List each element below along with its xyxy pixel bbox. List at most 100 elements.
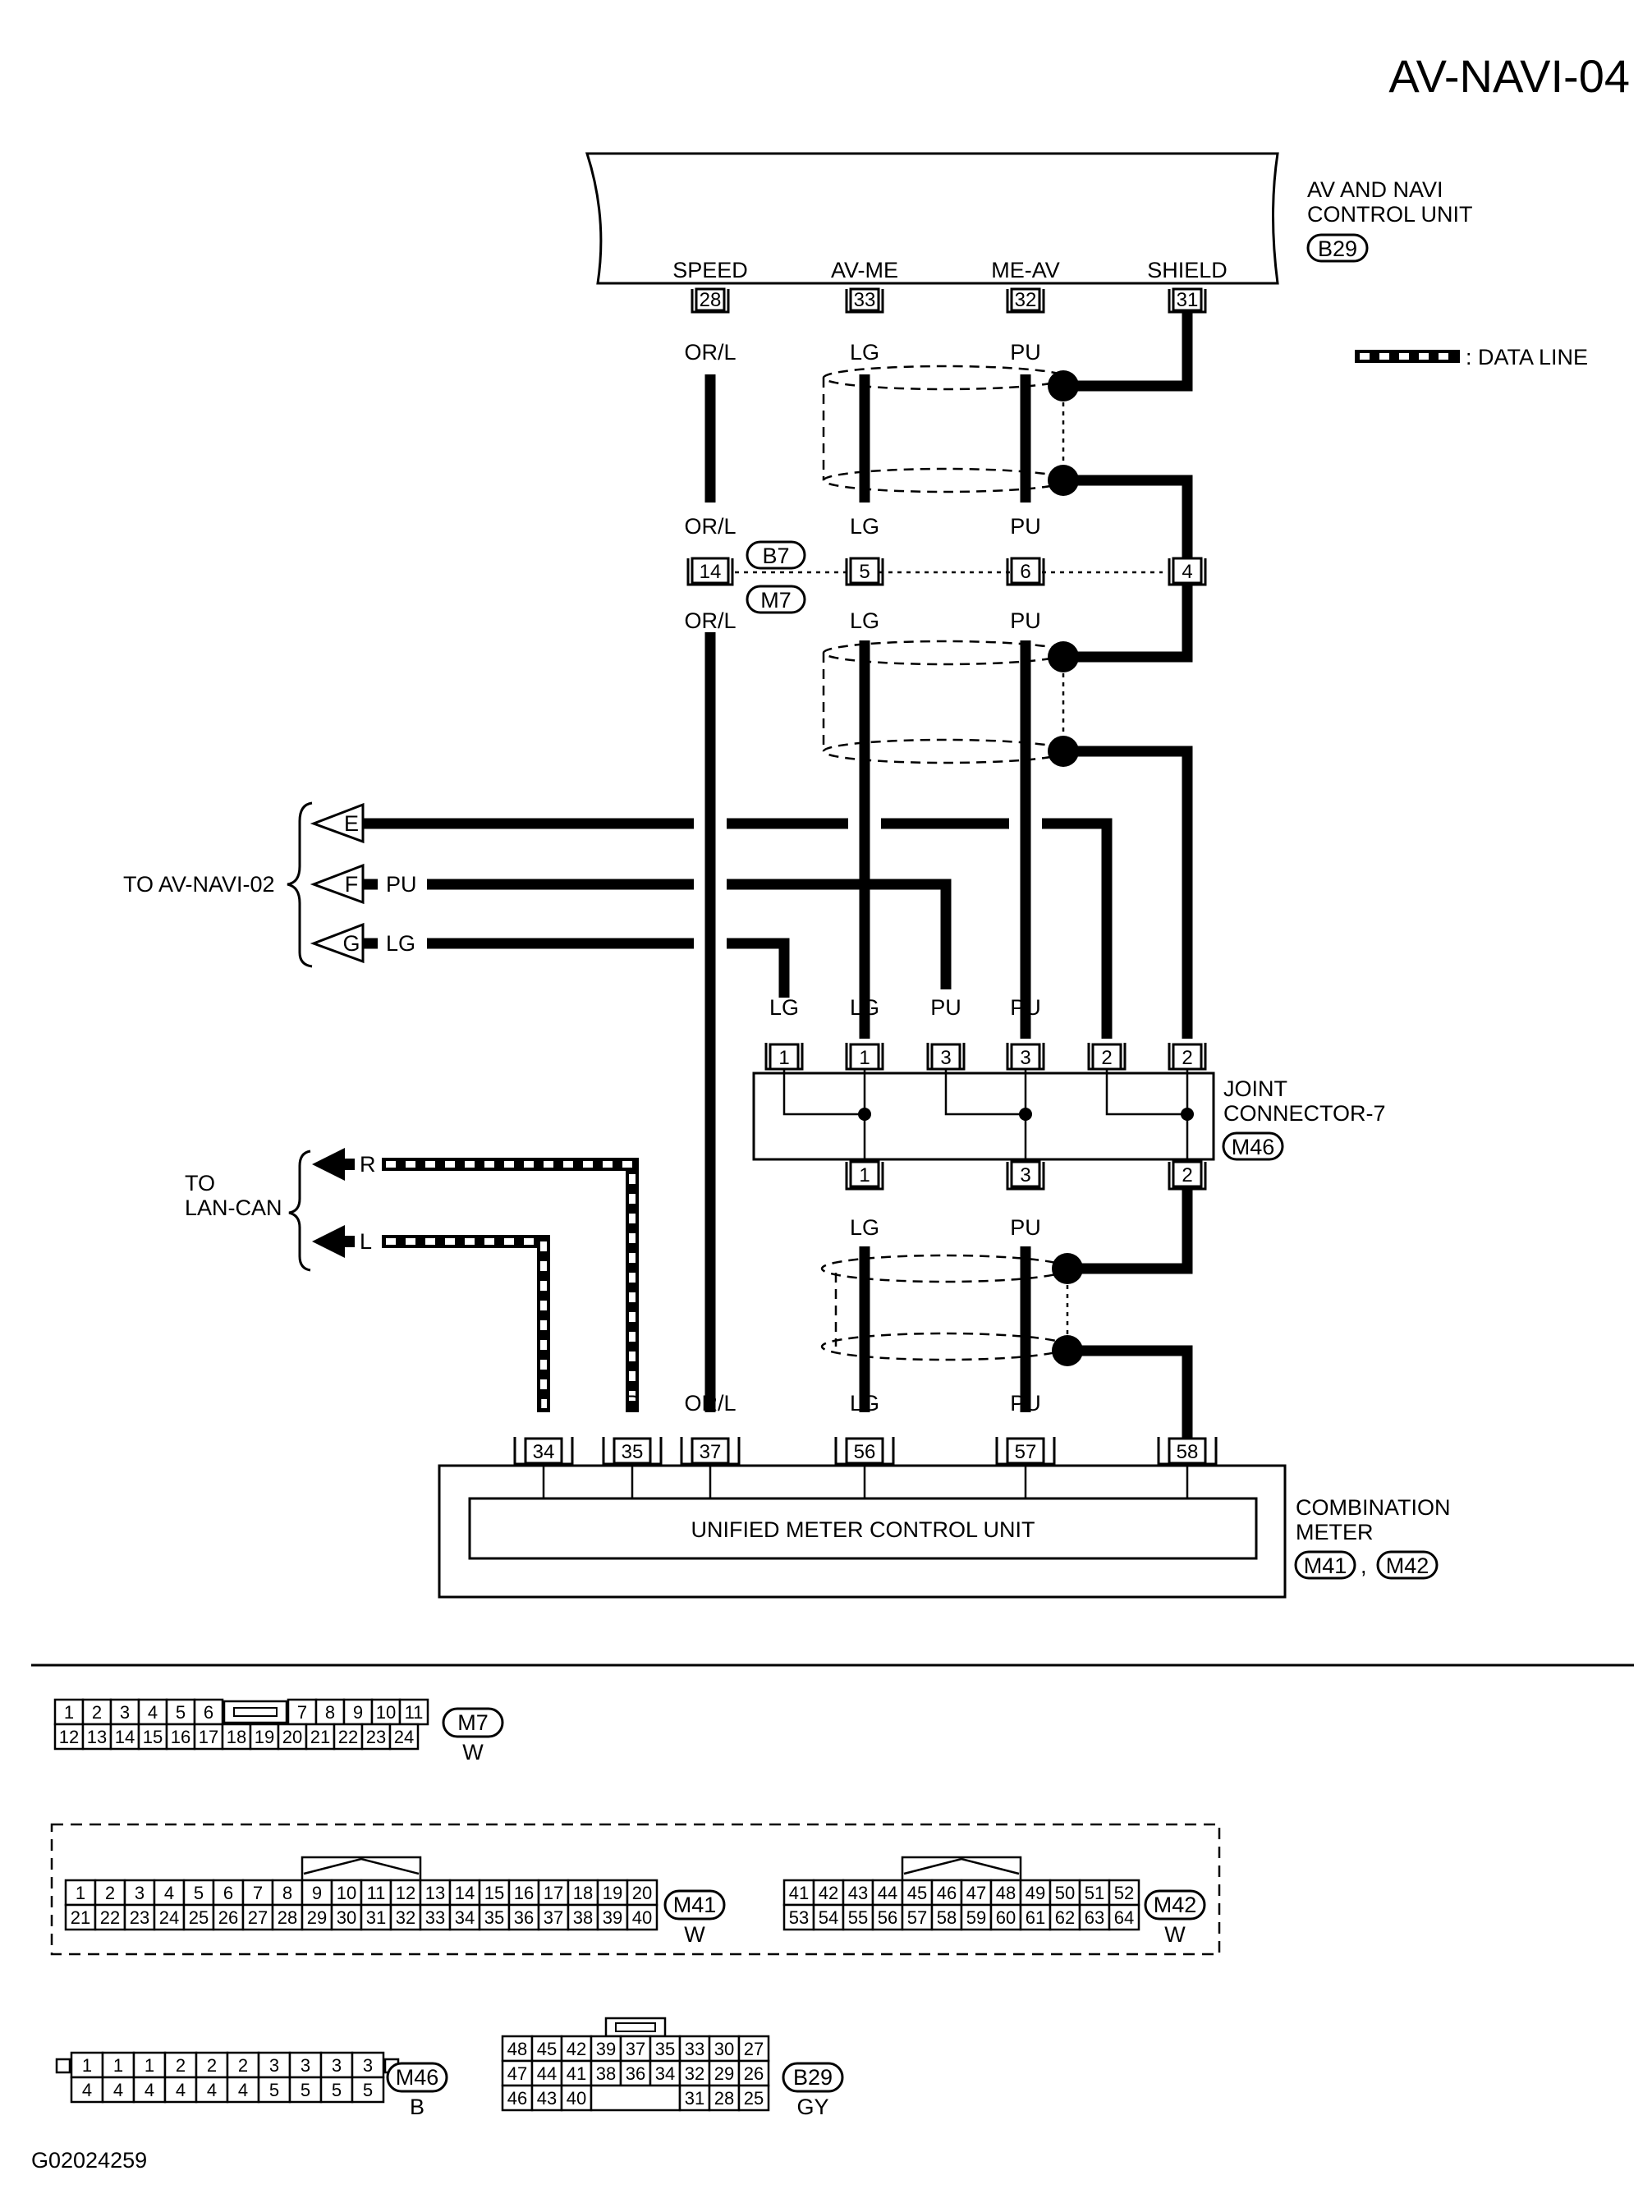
b29-pin-label: 30 bbox=[714, 2039, 734, 2059]
m46-pin-label: 5 bbox=[269, 2080, 279, 2100]
av-unit-pins: 28 33 32 31 bbox=[691, 287, 1207, 314]
joint-top-color-1: LG bbox=[769, 995, 799, 1020]
m41-pin-label: 2 bbox=[105, 1883, 115, 1903]
b29-pin-label: 27 bbox=[744, 2039, 764, 2059]
arrow-r-letter: R bbox=[360, 1152, 376, 1177]
m42-pin-label: 51 bbox=[1085, 1883, 1104, 1903]
joint-top-pin-1b: 1 bbox=[859, 1047, 870, 1069]
b29-pin-label: 32 bbox=[685, 2063, 704, 2084]
m41-pin-label: 18 bbox=[573, 1883, 593, 1903]
m41-pin-label: 27 bbox=[248, 1907, 268, 1928]
m46-pin-label: 4 bbox=[238, 2080, 248, 2100]
b29-cell bbox=[530, 2084, 563, 2112]
m7-pin-label: 21 bbox=[310, 1727, 330, 1747]
m42-cell bbox=[1078, 1903, 1111, 1931]
m7-cell bbox=[109, 1723, 140, 1751]
m46-pin-label: 2 bbox=[207, 2055, 217, 2076]
m41-cell bbox=[626, 1903, 659, 1931]
b29-pin-label: 45 bbox=[537, 2039, 557, 2059]
b29-cell bbox=[708, 2035, 741, 2063]
m41-pin-label: 11 bbox=[367, 1883, 386, 1903]
meter-connectors-frame bbox=[50, 1823, 1221, 1956]
b29-pin-label: 46 bbox=[507, 2088, 527, 2109]
b29-pin-label: 34 bbox=[655, 2063, 675, 2084]
m42-pin-label: 47 bbox=[966, 1883, 986, 1903]
av-unit-name-line1: AV AND NAVI bbox=[1307, 177, 1443, 202]
b29-pin-label: 33 bbox=[685, 2039, 704, 2059]
arrow-g-letter: G bbox=[342, 931, 360, 956]
lan-can-label-line1: TO bbox=[185, 1171, 215, 1195]
m46-pin-label: 3 bbox=[332, 2055, 342, 2076]
inline-connector-m7-label: M7 bbox=[760, 588, 792, 613]
m42-cell bbox=[960, 1903, 993, 1931]
m41-pin-label: 4 bbox=[164, 1883, 174, 1903]
meter-color-l: L bbox=[537, 1391, 549, 1416]
pin-31: 31 bbox=[1177, 289, 1199, 311]
m41-pin-label: 13 bbox=[425, 1883, 445, 1903]
m42-badge-label: M42 bbox=[1154, 1893, 1197, 1917]
m7-cell bbox=[249, 1723, 280, 1751]
b29-pin-label: 38 bbox=[596, 2063, 616, 2084]
meter-connector-b-label: M42 bbox=[1386, 1553, 1429, 1578]
m46-color-code: B bbox=[410, 2095, 424, 2119]
m7-cell bbox=[277, 1723, 308, 1751]
b29-cell bbox=[501, 2084, 534, 2112]
m41-cell bbox=[537, 1903, 570, 1931]
b29-pin-label: 42 bbox=[567, 2039, 586, 2059]
m42-pin-label: 64 bbox=[1114, 1907, 1134, 1928]
b29-cell bbox=[737, 2084, 770, 2112]
m46-pin-label: 5 bbox=[332, 2080, 342, 2100]
m46-pin-label: 4 bbox=[176, 2080, 186, 2100]
m42-pin-label: 43 bbox=[848, 1883, 868, 1903]
m42-cell bbox=[930, 1903, 963, 1931]
m7-pin-label: 6 bbox=[204, 1702, 213, 1723]
m46-cell bbox=[351, 2076, 385, 2104]
wire-color-pu-2: PU bbox=[1010, 514, 1041, 539]
b29-pin-label: 37 bbox=[626, 2039, 645, 2059]
m46-cell bbox=[257, 2076, 291, 2104]
m41-pin-label: 33 bbox=[425, 1907, 445, 1928]
m41-cell bbox=[123, 1903, 156, 1931]
m42-pin-label: 60 bbox=[996, 1907, 1016, 1928]
m7-pin-label: 22 bbox=[338, 1727, 358, 1747]
b29-cell bbox=[678, 2084, 711, 2112]
m41-lock-mark bbox=[303, 1857, 420, 1875]
m42-pin-label: 50 bbox=[1055, 1883, 1075, 1903]
m7-badge-label: M7 bbox=[457, 1710, 489, 1735]
m41-pin-label: 7 bbox=[253, 1883, 263, 1903]
m42-cell bbox=[1108, 1879, 1140, 1907]
m41-pin-label: 22 bbox=[100, 1907, 120, 1928]
m46-pin-label: 4 bbox=[82, 2080, 92, 2100]
m41-pin-label: 19 bbox=[603, 1883, 622, 1903]
m46-cell bbox=[101, 2076, 135, 2104]
joint-connector-name-line1: JOINT bbox=[1223, 1076, 1287, 1101]
b29-pin-label: 31 bbox=[685, 2088, 704, 2109]
inline-pin-4: 4 bbox=[1182, 561, 1192, 583]
b29-pin-label: 44 bbox=[537, 2063, 557, 2084]
b29-badge-label: B29 bbox=[793, 2065, 833, 2090]
m41-pin-label: 26 bbox=[218, 1907, 238, 1928]
joint-top-color-3: PU bbox=[930, 995, 961, 1020]
wire-color-orl-3: OR/L bbox=[684, 608, 736, 633]
m41-pin-label: 14 bbox=[455, 1883, 475, 1903]
m41-cell bbox=[182, 1903, 215, 1931]
data-line-legend-text: : DATA LINE bbox=[1466, 345, 1588, 369]
joint-top-pin-2a: 2 bbox=[1101, 1047, 1112, 1069]
m41-badge-label: M41 bbox=[673, 1893, 717, 1917]
m46-cell bbox=[70, 2076, 104, 2104]
joint-bottom-color-pu: PU bbox=[1010, 1215, 1041, 1240]
m7-badge bbox=[442, 1707, 504, 1738]
m42-pin-label: 45 bbox=[907, 1883, 927, 1903]
m41-cell bbox=[478, 1903, 511, 1931]
meter-color-lg: LG bbox=[850, 1391, 879, 1416]
upper-wires bbox=[704, 312, 1193, 561]
m7-pin-label: 7 bbox=[297, 1702, 307, 1723]
meter-color-orl: OR/L bbox=[684, 1391, 736, 1416]
m42-pin-label: 63 bbox=[1085, 1907, 1104, 1928]
m41-pin-label: 36 bbox=[514, 1907, 534, 1928]
inline-pin-6: 6 bbox=[1020, 561, 1030, 583]
m41-cell bbox=[330, 1903, 363, 1931]
m46-pin-label: 4 bbox=[145, 2080, 154, 2100]
m42-pin-label: 56 bbox=[878, 1907, 897, 1928]
